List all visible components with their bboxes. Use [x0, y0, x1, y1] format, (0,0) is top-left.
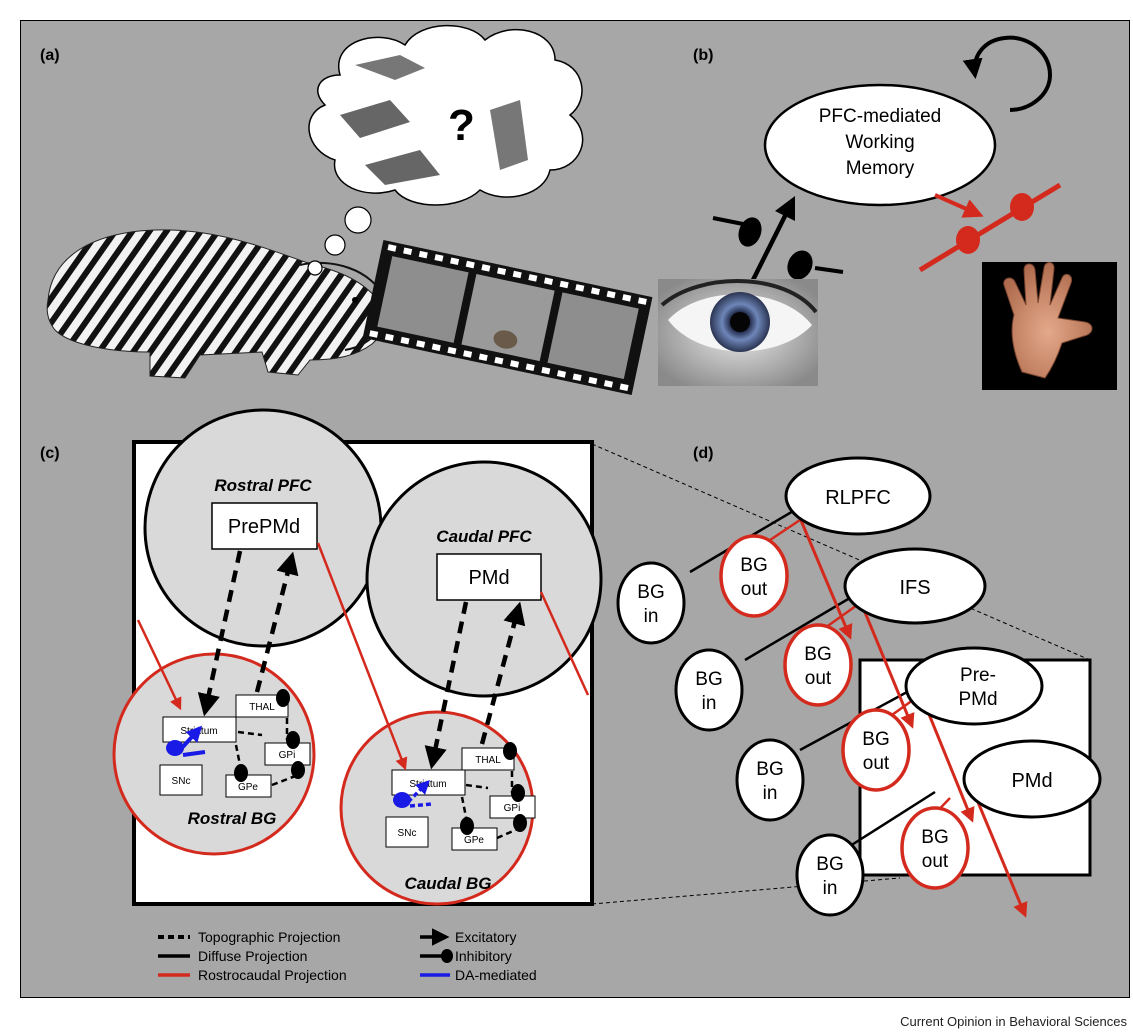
recurrent-loop-arrow	[962, 35, 1053, 112]
gpe-label-caudal: GPe	[464, 835, 484, 846]
rostrocaudal-chain	[798, 517, 1028, 918]
rostral-up-projection	[254, 551, 299, 693]
rlpfc-label: RLPFC	[825, 487, 891, 509]
pmd-box	[436, 553, 542, 601]
bg-in-node-4	[795, 833, 865, 917]
snc-label-rostral: SNc	[172, 776, 191, 787]
ifs-node	[843, 547, 987, 625]
rlpfc-node	[784, 456, 932, 536]
thal-label-rostral: THAL	[249, 702, 275, 713]
gpi-label-rostral: GPi	[279, 750, 296, 761]
working-memory-line-3: Memory	[846, 158, 915, 179]
thal-label-caudal: THAL	[475, 755, 501, 766]
bg-out-4-line-2: out	[922, 851, 949, 872]
rostrocaudal-prepmd-to-caudal-bg	[316, 542, 408, 771]
caudal-up-projection	[479, 601, 526, 745]
bg-in-node-3	[735, 738, 805, 822]
prepmd-node	[904, 646, 1044, 726]
gpi-label-caudal: GPi	[504, 803, 521, 814]
eye-input-arrow	[749, 195, 796, 284]
legend: Topographic Projection Diffuse Projectio…	[158, 928, 537, 983]
hand-image	[982, 262, 1117, 390]
bg-in-1-line-2: in	[644, 606, 659, 627]
bg-out-1-line-2: out	[741, 579, 768, 600]
rostral-down-projection	[197, 550, 243, 717]
bg-out-node-2	[783, 623, 853, 707]
bg-in-4-line-1: BG	[816, 854, 843, 875]
rostrocaudal-outgoing	[539, 591, 590, 696]
pmd-node	[962, 739, 1102, 819]
bg-out-2-line-2: out	[805, 668, 832, 689]
panel-label-a: (a)	[40, 47, 60, 64]
bg-out-node-3	[841, 708, 911, 792]
film-strip	[362, 239, 653, 395]
panel-label-c: (c)	[40, 445, 60, 462]
legend-rostrocaudal: Rostrocaudal Projection	[198, 967, 347, 983]
bg-out-3-line-1: BG	[862, 729, 889, 750]
prepmd-label: PrePMd	[228, 516, 300, 538]
output-red-gate	[918, 182, 1062, 273]
bg-in-node-2	[674, 648, 744, 732]
legend-excitatory: Excitatory	[455, 929, 516, 945]
bg-out-4-line-1: BG	[921, 827, 948, 848]
bg-out-node-4	[900, 806, 970, 890]
eye-image	[658, 279, 818, 386]
bg-in-3-line-2: in	[763, 783, 778, 804]
bg-out-2-line-1: BG	[804, 644, 831, 665]
bg-in-2-line-2: in	[702, 693, 717, 714]
ifs-label: IFS	[899, 577, 930, 599]
prepmd-node-line-1: Pre-	[960, 665, 996, 686]
caudal-bg-circuit: Striatum THAL GPi GPe SNc	[385, 742, 536, 851]
bg-in-2-line-1: BG	[695, 669, 722, 690]
tiger-illustration	[46, 229, 387, 379]
legend-inhibitory: Inhibitory	[455, 948, 512, 964]
striatum-label-caudal: Striatum	[409, 779, 446, 790]
caudal-pfc-label: Caudal PFC	[436, 527, 532, 546]
rostral-bg-circuit: Striatum THAL GPi GPe SNc	[159, 689, 311, 798]
inhibitory-gate-1	[712, 216, 762, 247]
bg-out-node-1	[719, 534, 789, 618]
caudal-down-projection	[424, 601, 469, 770]
working-memory-line-2: Working	[845, 132, 914, 153]
bg-in-1-line-1: BG	[637, 582, 664, 603]
inhibitory-gate-2	[787, 250, 844, 280]
bg-out-1-line-1: BG	[740, 555, 767, 576]
legend-topographic: Topographic Projection	[198, 929, 340, 945]
thought-cloud: ?	[307, 24, 584, 276]
rostrocaudal-incoming	[136, 619, 182, 711]
bg-out-3-line-2: out	[863, 753, 890, 774]
panel-label-d: (d)	[693, 445, 713, 462]
bg-in-3-line-1: BG	[756, 759, 783, 780]
journal-credit: Current Opinion in Behavioral Sciences	[900, 1014, 1127, 1029]
question-mark: ?	[448, 101, 475, 150]
legend-diffuse: Diffuse Projection	[198, 948, 307, 964]
bg-in-4-line-2: in	[823, 878, 838, 899]
pmd-node-label: PMd	[1011, 770, 1052, 792]
zoom-line-bottom	[591, 877, 901, 905]
rostral-pfc-label: Rostral PFC	[214, 476, 312, 495]
working-memory-line-1: PFC-mediated	[819, 106, 942, 127]
panel-label-b: (b)	[693, 47, 713, 64]
gpe-label-rostral: GPe	[238, 782, 258, 793]
caudal-bg-label: Caudal BG	[405, 874, 492, 893]
prepmd-box	[211, 502, 318, 550]
prepmd-node-line-2: PMd	[958, 689, 997, 710]
legend-da: DA-mediated	[455, 967, 537, 983]
pmd-label-c: PMd	[468, 567, 509, 589]
rostral-bg-label: Rostral BG	[188, 809, 277, 828]
snc-label-caudal: SNc	[398, 828, 417, 839]
working-memory-node	[763, 83, 997, 207]
bg-in-node-1	[616, 561, 686, 645]
